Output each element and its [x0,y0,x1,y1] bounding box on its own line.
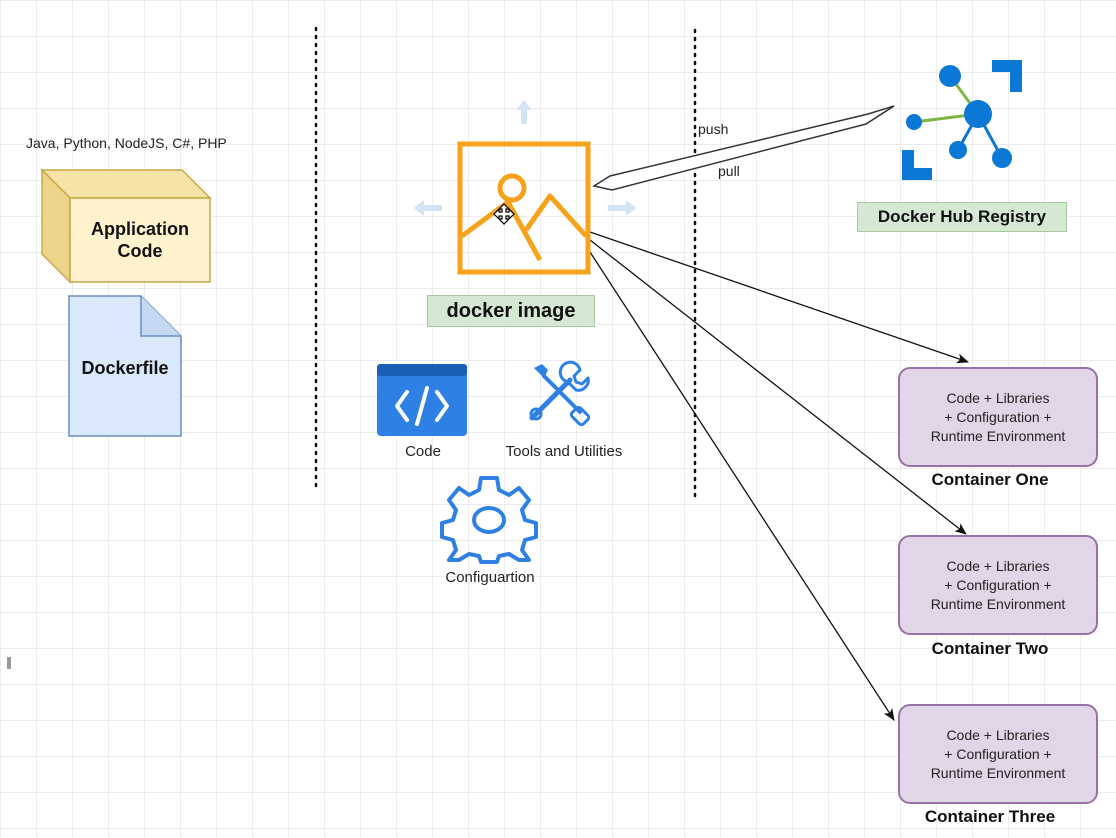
container-line1: Code + Libraries [946,726,1050,743]
registry-label: Docker Hub Registry [857,202,1067,232]
container-three-name: Container Three [924,807,1056,826]
container-line2: + Configuration + [944,745,1052,762]
container-one-name: Container One [931,470,1049,489]
code-label: Code [405,443,441,460]
container-line2: + Configuration + [944,576,1052,593]
selection-handles [414,100,636,216]
move-cursor-icon [493,203,515,225]
container-line3: Runtime Environment [930,764,1066,781]
dockerfile-document[interactable] [67,294,185,440]
docker-image-label: docker image [427,295,595,327]
dockerfile-label: Dockerfile [81,358,169,378]
container-line3: Runtime Environment [930,427,1066,444]
image-icon[interactable] [456,140,594,276]
container-line1: Code + Libraries [946,389,1050,406]
application-code-label: Application Code [91,219,189,261]
container-line1: Code + Libraries [946,557,1050,574]
languages-label: Java, Python, NodeJS, C#, PHP [26,135,227,151]
container-one-box[interactable]: Code + Libraries + Configuration + Runti… [898,367,1098,467]
arrow-to-container-two [589,239,967,535]
pull-label: pull [718,163,740,179]
container-line2: + Configuration + [944,408,1052,425]
container-three-box[interactable]: Code + Libraries + Configuration + Runti… [898,704,1098,804]
tools-icon[interactable] [524,360,590,426]
push-label: push [698,121,729,137]
application-code-cube[interactable] [38,168,214,286]
scroll-marker[interactable] [7,657,11,669]
arrow-to-container-three [589,251,895,721]
container-line3: Runtime Environment [930,595,1066,612]
gear-icon[interactable] [436,474,542,566]
push-pull-arrow[interactable] [592,105,895,191]
arrow-to-container-one [589,231,969,364]
container-two-name: Container Two [931,639,1049,658]
code-icon[interactable] [377,364,469,438]
tools-label: Tools and Utilities [505,443,623,460]
registry-icon[interactable] [896,56,1028,184]
container-two-box[interactable]: Code + Libraries + Configuration + Runti… [898,535,1098,635]
config-label: Configuartion [445,569,535,586]
